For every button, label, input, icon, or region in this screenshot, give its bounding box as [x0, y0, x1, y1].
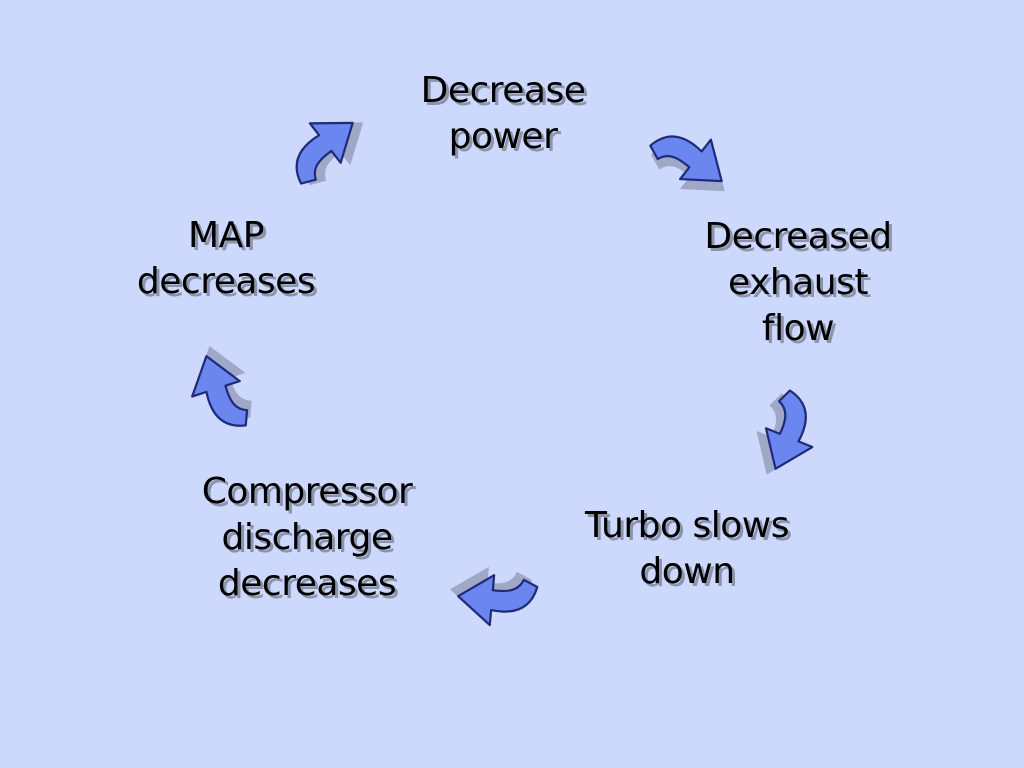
- node-line: MAP: [188, 215, 264, 256]
- arrow-turbo-to-compressor: [448, 564, 540, 630]
- arrow-map-to-power: [274, 101, 378, 192]
- node-line: exhaust: [728, 262, 868, 303]
- node-map-decreases: MAP decreases: [106, 213, 346, 305]
- node-line: Turbo slows: [585, 505, 789, 546]
- node-line: power: [448, 116, 558, 157]
- node-line: Decrease: [420, 70, 586, 111]
- node-line: discharge: [221, 517, 393, 558]
- arrow-power-to-exhaust: [644, 111, 741, 211]
- node-line: flow: [761, 308, 835, 349]
- node-decrease-power: Decrease power: [383, 68, 623, 160]
- node-line: decreases: [217, 563, 397, 604]
- node-line: Decreased: [704, 216, 892, 257]
- node-line: decreases: [136, 261, 316, 302]
- arrow-exhaust-to-turbo: [744, 386, 830, 484]
- arrow-compressor-to-map: [180, 339, 258, 440]
- node-turbo-slows-down: Turbo slows down: [557, 503, 817, 595]
- node-line: Compressor: [201, 471, 413, 512]
- node-line: down: [639, 551, 735, 592]
- node-decreased-exhaust-flow: Decreased exhaust flow: [678, 214, 918, 352]
- node-compressor-discharge-decreases: Compressor discharge decreases: [177, 469, 437, 607]
